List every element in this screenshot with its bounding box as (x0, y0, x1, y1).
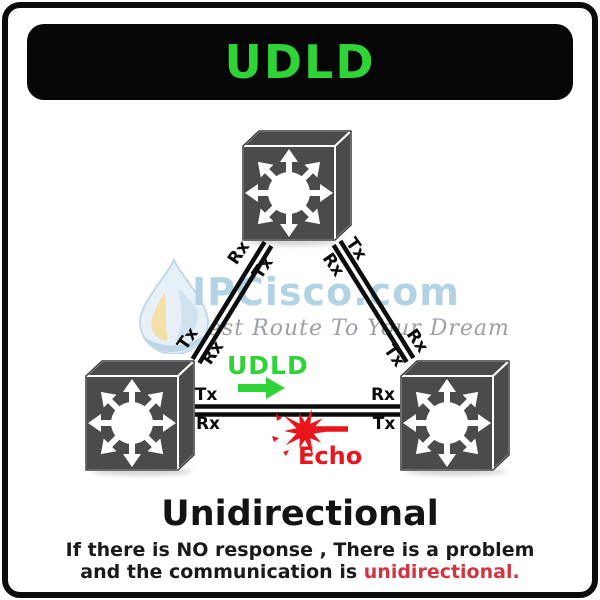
port-label-horizontal-left-tx: Tx (194, 385, 218, 405)
page-title: UDLD (224, 35, 376, 89)
echo-spark-icon (276, 414, 282, 421)
caption-line2: and the communication is unidirectional. (0, 561, 600, 583)
diagram-caption-title: Unidirectional (161, 494, 439, 534)
switch-icon-bottom-right (398, 356, 512, 472)
echo-spark-icon (283, 450, 289, 456)
link-top-to-bottomleft (190, 240, 274, 365)
echo-burst-icon (284, 409, 330, 457)
switch-icon-bottom-left (83, 356, 197, 472)
title-banner: UDLD (27, 24, 573, 100)
port-label-horizontal-left-rx: Rx (195, 414, 221, 434)
switch-shadow (406, 467, 506, 476)
udld-arrow-icon (238, 377, 285, 399)
port-label-horizontal-right-rx: Rx (370, 385, 396, 405)
caption-line2-red: unidirectional. (363, 561, 520, 583)
switch-shadow (92, 467, 192, 476)
switch-icon-top (240, 126, 354, 242)
caption-line2-black: and the communication is (80, 561, 364, 583)
watermark-tagline: est Route To Your Dream (208, 316, 510, 341)
port-label-horizontal-right-tx: Tx (372, 414, 396, 434)
link-bottomleft-to-bottomright (193, 404, 400, 417)
link-top-to-bottomright (331, 239, 416, 364)
udld-protocol-label: UDLD (227, 351, 309, 380)
echo-label: Echo (298, 442, 363, 470)
switch-shadow (248, 237, 338, 246)
caption-line1: If there is NO response , There is a pro… (65, 539, 535, 561)
watermark-droplet-icon (138, 258, 210, 354)
echo-spark-icon (272, 436, 279, 442)
